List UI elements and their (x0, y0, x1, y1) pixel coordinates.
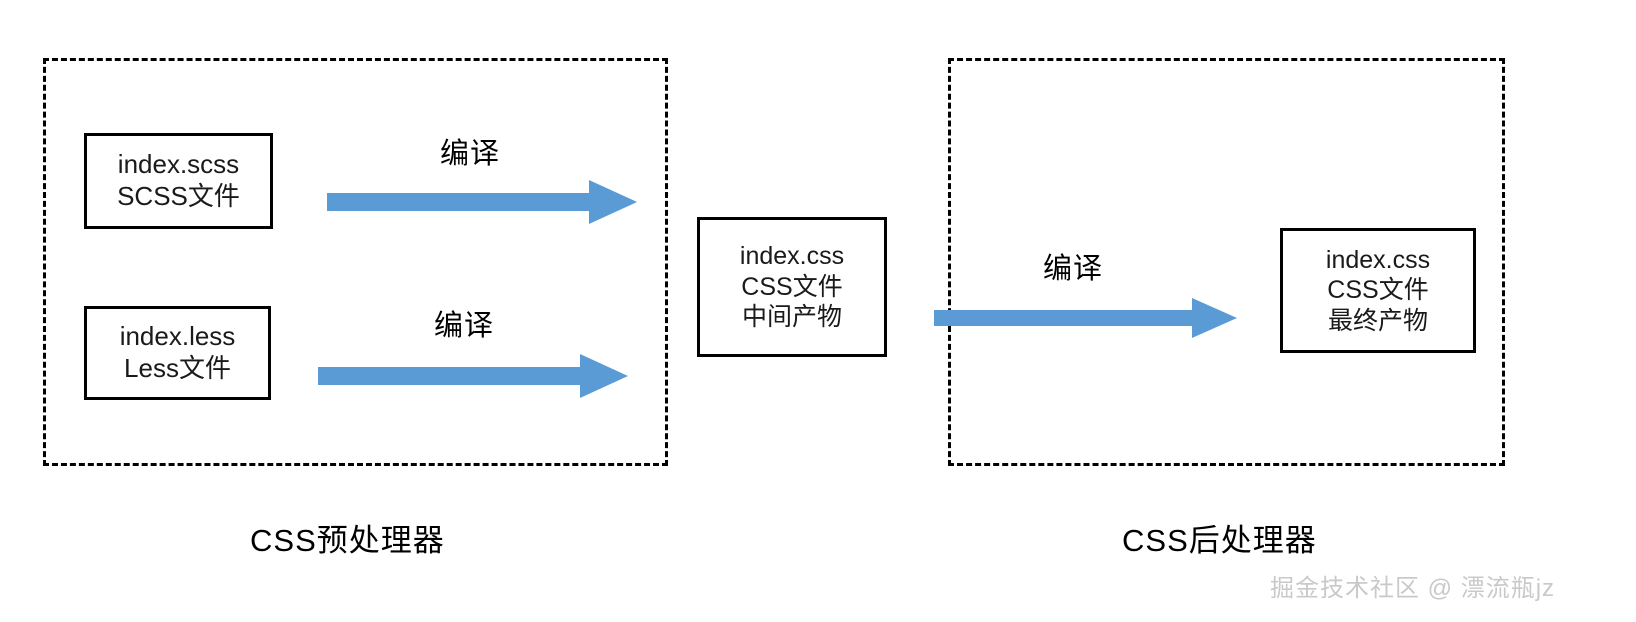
group-css-preprocessor (43, 58, 668, 466)
group-css-postprocessor (948, 58, 1505, 466)
node-index-css-final: index.css CSS文件 最终产物 (1280, 228, 1476, 353)
node-index-css-final-type: CSS文件 (1327, 276, 1429, 305)
node-index-less-type: Less文件 (124, 353, 231, 383)
node-index-css-intermediate-filename: index.css (739, 242, 845, 271)
node-index-less: index.less Less文件 (84, 306, 271, 400)
arrow-label-compile-scss: 编译 (440, 138, 501, 170)
caption-css-preprocessor: CSS预处理器 (250, 523, 445, 558)
node-index-css-intermediate-type: CSS文件 (741, 272, 843, 301)
arrow-label-compile-css: 编译 (1043, 253, 1104, 285)
node-index-scss-type: SCSS文件 (117, 181, 240, 211)
watermark: 掘金技术社区 @ 漂流瓶jz (1270, 575, 1556, 602)
node-index-css-intermediate-stage: 中间产物 (741, 303, 842, 332)
node-index-scss: index.scss SCSS文件 (84, 133, 273, 229)
node-index-css-intermediate: index.css CSS文件 中间产物 (697, 217, 887, 357)
arrow-less-to-css-icon (318, 352, 628, 400)
node-index-less-filename: index.less (119, 321, 236, 352)
arrow-scss-to-css-icon (327, 178, 637, 226)
arrow-label-compile-less: 编译 (434, 310, 495, 342)
node-index-css-final-stage: 最终产物 (1327, 306, 1428, 335)
node-index-scss-filename: index.scss (117, 149, 240, 180)
caption-css-postprocessor: CSS后处理器 (1122, 523, 1317, 558)
node-index-css-final-filename: index.css (1325, 245, 1431, 274)
arrow-css-to-css-icon (934, 296, 1237, 340)
